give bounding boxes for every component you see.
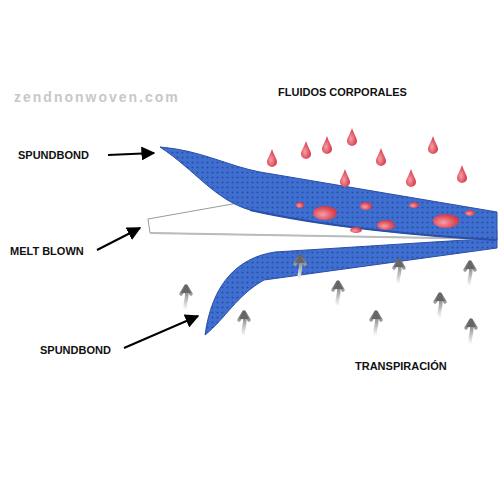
spunbond-bottom-layer (205, 238, 497, 335)
fluid-drop (406, 169, 416, 187)
vapor-arrows (181, 255, 476, 344)
fluid-drops (267, 128, 467, 187)
vapor-arrow (239, 311, 249, 336)
fluid-drop (428, 136, 438, 154)
vapor-arrow (333, 281, 343, 306)
leader-arrows (97, 153, 198, 348)
fluid-drop (347, 128, 357, 146)
fluid-drop (267, 149, 277, 167)
fluid-drop (457, 165, 467, 183)
watermark: zendnonwoven.com (14, 89, 180, 106)
vapor-arrow (371, 311, 381, 336)
vapor-arrow (181, 285, 191, 310)
vapor-arrow (295, 255, 305, 280)
fluid-drop (340, 169, 350, 187)
fluid-spots (296, 202, 475, 233)
fluid-drop (376, 148, 386, 166)
spunbond-top-front (250, 210, 497, 240)
heading-label: FLUIDOS CORPORALES (278, 86, 407, 99)
vapor-arrow (465, 261, 475, 286)
vapor-arrow (435, 293, 445, 318)
spunbond-top-layer (160, 147, 497, 240)
vapor-arrow (394, 259, 404, 284)
layer-label: SPUNDBOND (18, 149, 89, 162)
flow-label: TRANSPIRACIÓN (355, 360, 447, 373)
layer-label: SPUNDBOND (40, 344, 111, 357)
vapor-arrow (466, 319, 476, 344)
fluid-drop (301, 141, 311, 159)
fluid-drop (322, 136, 332, 154)
layer-label: MELT BLOWN (10, 245, 84, 258)
